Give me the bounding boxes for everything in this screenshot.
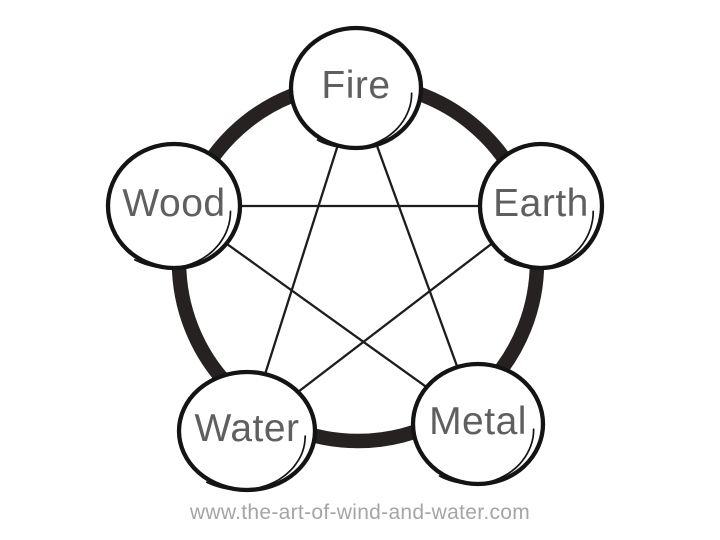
element-label-earth: Earth <box>493 182 589 225</box>
element-label-water: Water <box>194 407 299 450</box>
element-node-water: Water <box>176 369 318 493</box>
accent-stroke-wood <box>134 210 232 269</box>
element-node-fire: Fire <box>288 25 424 151</box>
website-url: www.the-art-of-wind-and-water.com <box>189 501 531 524</box>
element-label-wood: Wood <box>122 182 225 225</box>
accent-stroke-water <box>205 435 307 491</box>
accent-stroke-metal <box>438 428 535 485</box>
element-label-fire: Fire <box>321 64 390 107</box>
accent-stroke-fire <box>316 92 413 149</box>
accent-stroke-earth <box>504 210 595 269</box>
element-node-metal: Metal <box>410 361 546 487</box>
element-node-earth: Earth <box>477 141 605 271</box>
element-label-metal: Metal <box>429 400 527 443</box>
element-node-wood: Wood <box>105 141 243 271</box>
